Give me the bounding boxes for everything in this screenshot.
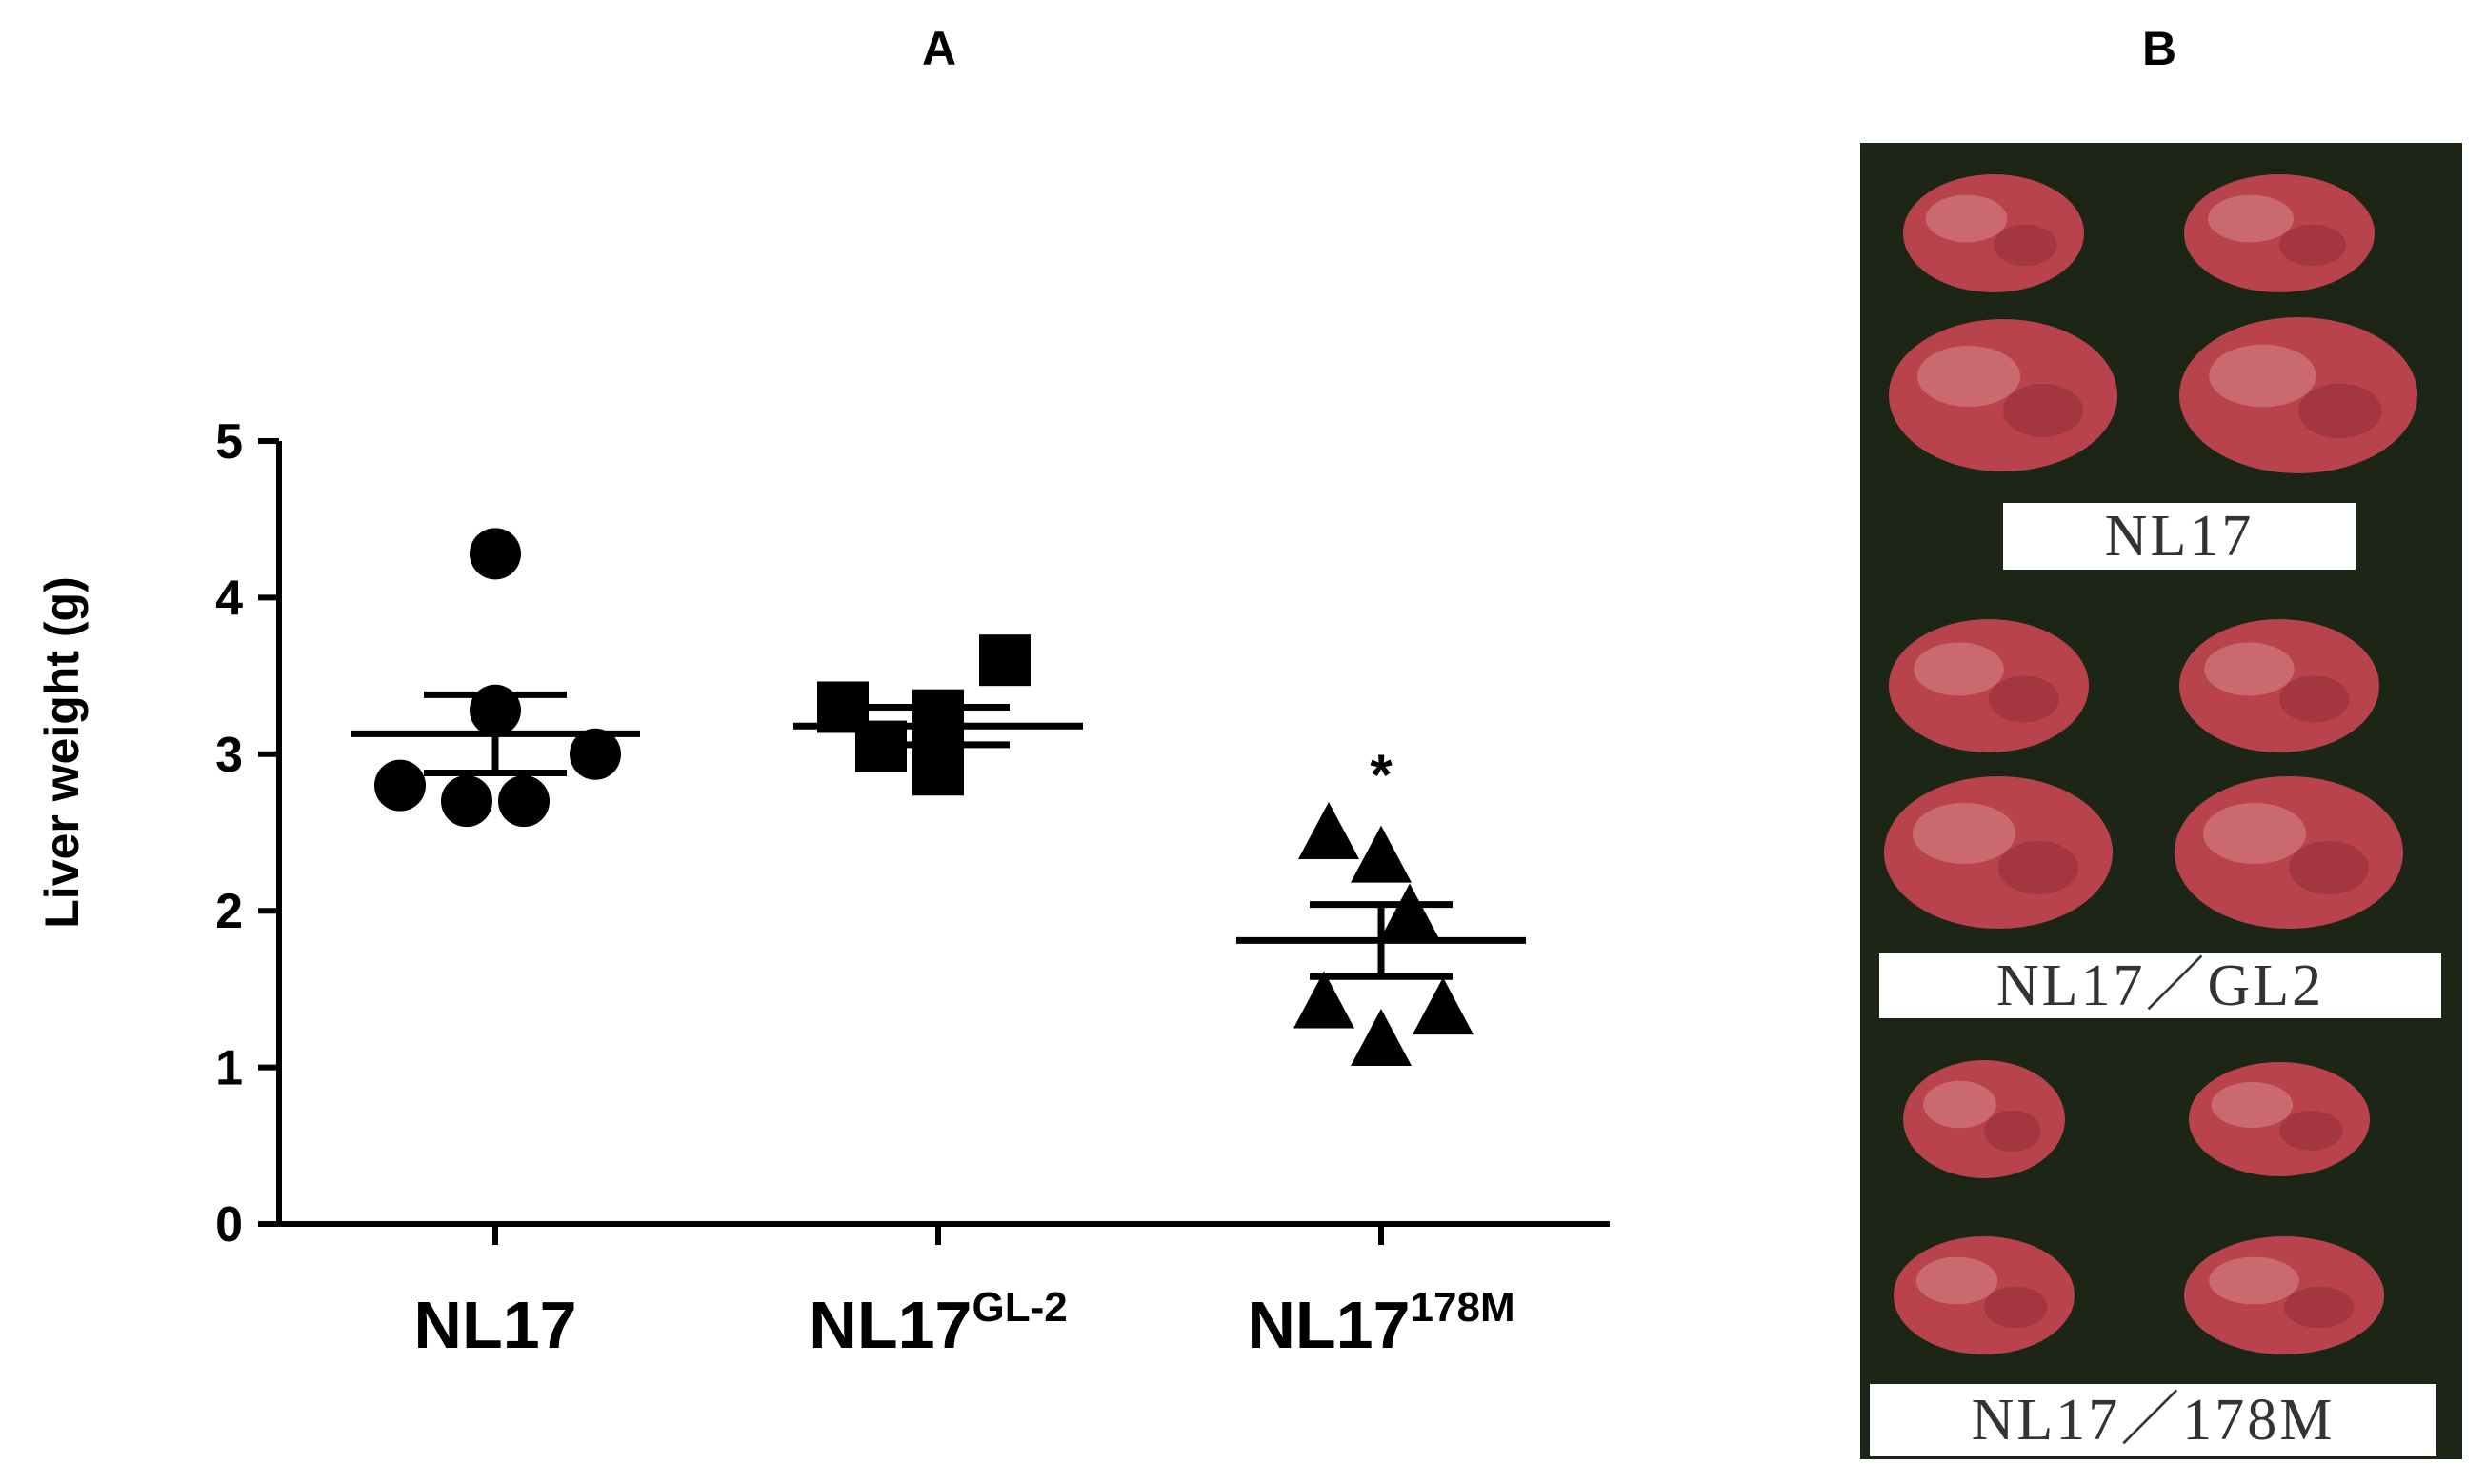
- y-axis-label: Liver weight (g): [35, 576, 89, 928]
- panel-label-b: B: [2142, 22, 2177, 75]
- data-point-triangle: [1293, 971, 1354, 1029]
- x-tick-label: NL17178M: [1247, 1284, 1514, 1362]
- photo-label-nl17-gl2: NL17／GL2: [1879, 953, 2441, 1018]
- liver-shadow: [1998, 841, 2078, 894]
- liver-highlight: [2209, 1256, 2299, 1305]
- liver-specimen: [1884, 776, 2113, 929]
- liver-highlight: [2203, 803, 2306, 864]
- liver-highlight: [1923, 1080, 1996, 1129]
- data-point-triangle: [1413, 977, 1474, 1035]
- photo-label-nl17-178m: NL17／178M: [1870, 1384, 2436, 1456]
- data-point-triangle: [1351, 1009, 1412, 1067]
- photo-section-2: NL17／GL2: [1860, 579, 2462, 1032]
- x-tick-label: NL17GL-2: [809, 1284, 1067, 1362]
- liver-photo-panel: NL17 NL17／GL2 NL17／178M: [1860, 143, 2462, 1459]
- liver-highlight: [1925, 194, 2008, 243]
- liver-highlight: [1914, 642, 2004, 696]
- data-point-circle: [374, 759, 426, 812]
- liver-specimen: [1903, 174, 2084, 292]
- y-tick-label: 1: [215, 1041, 243, 1096]
- liver-highlight: [2204, 642, 2295, 696]
- mean-sem-bars: [351, 691, 1526, 980]
- liver-specimen: [1889, 619, 2089, 752]
- liver-shadow: [2284, 1286, 2355, 1329]
- liver-shadow: [2279, 675, 2350, 723]
- liver-shadow: [2279, 1111, 2343, 1151]
- liver-highlight: [1913, 803, 2015, 864]
- y-tick-label: 5: [215, 414, 243, 470]
- y-tick-label: 0: [215, 1197, 243, 1253]
- data-point-circle: [570, 728, 621, 780]
- liver-shadow: [1984, 1286, 2048, 1329]
- photo-section-1: NL17: [1860, 143, 2462, 579]
- liver-specimen: [1894, 1236, 2075, 1354]
- liver-specimen: [2175, 776, 2403, 929]
- y-tick-label: 4: [215, 571, 243, 626]
- liver-shadow: [1984, 1110, 2041, 1153]
- liver-specimen: [2179, 317, 2417, 473]
- data-point-circle: [470, 528, 521, 580]
- liver-shadow: [2279, 224, 2346, 267]
- data-points: [374, 528, 1474, 1067]
- liver-specimen: [2184, 1236, 2384, 1354]
- data-point-triangle: [1379, 883, 1440, 941]
- x-tick-label: NL17: [413, 1288, 576, 1362]
- x-tick-label-base: NL17: [809, 1288, 972, 1362]
- liver-specimen: [1889, 319, 2117, 471]
- x-tick-label-superscript: GL-2: [972, 1284, 1067, 1331]
- x-tick-label-base: NL17: [1247, 1288, 1410, 1362]
- x-tick-label-superscript: 178M: [1411, 1284, 1515, 1331]
- liver-shadow: [2298, 383, 2382, 439]
- liver-highlight: [2208, 194, 2294, 243]
- liver-highlight: [2209, 344, 2316, 408]
- data-point-triangle: [1298, 802, 1359, 859]
- liver-specimen: [1903, 1060, 2065, 1178]
- y-ticks: 0 1 2 3 4 5: [215, 414, 279, 1253]
- photo-section-3: NL17／178M: [1860, 1032, 2462, 1459]
- liver-highlight: [1917, 346, 2020, 407]
- liver-specimen: [2179, 619, 2379, 752]
- data-point-circle: [498, 775, 550, 828]
- liver-images: [1884, 174, 2417, 1354]
- liver-highlight: [1915, 1256, 1998, 1305]
- panel-label-a: A: [922, 22, 957, 75]
- liver-shadow: [2003, 384, 2083, 437]
- photo-label-nl17: NL17: [2003, 503, 2356, 570]
- y-tick-label: 3: [215, 728, 243, 783]
- data-point-triangle: [1351, 825, 1412, 883]
- liver-shadow: [1994, 224, 2057, 267]
- liver-shadow: [2289, 841, 2369, 894]
- liver-specimen: [2184, 174, 2375, 292]
- axes: [276, 441, 1610, 1227]
- data-point-square: [912, 744, 964, 796]
- data-point-square: [979, 634, 1031, 687]
- annotations: *: [1370, 743, 1393, 807]
- data-point-circle: [441, 775, 492, 828]
- liver-specimen: [2189, 1062, 2370, 1176]
- significance-asterisk: *: [1370, 743, 1393, 807]
- y-tick-label: 2: [215, 884, 243, 939]
- x-tick-label-base: NL17: [413, 1288, 576, 1362]
- liver-highlight: [2211, 1082, 2294, 1128]
- liver-shadow: [1989, 675, 2059, 723]
